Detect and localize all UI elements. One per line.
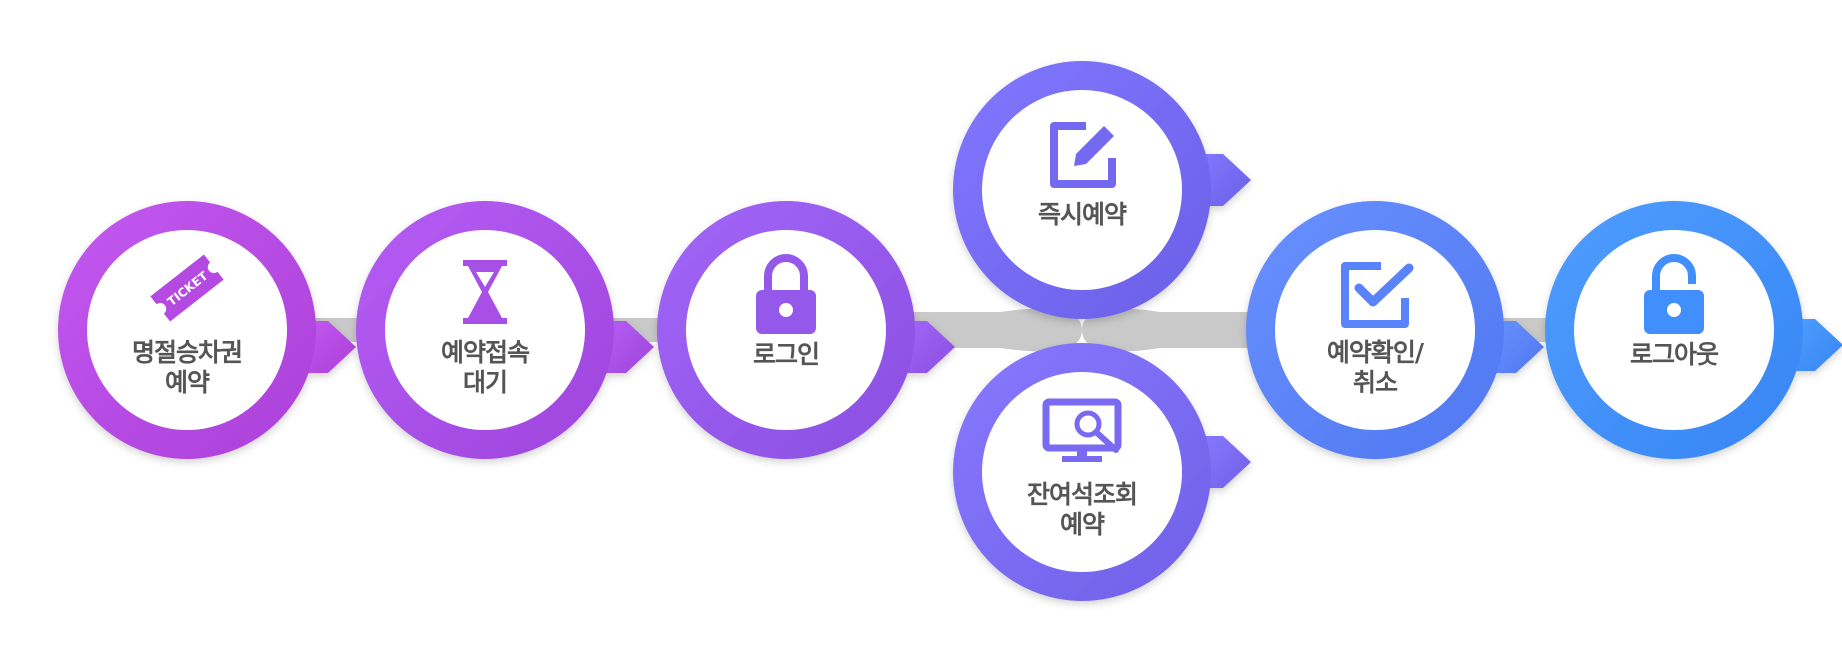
step-inner-disc bbox=[385, 230, 585, 430]
step-inner-disc bbox=[982, 90, 1182, 290]
step-label-line: 대기 bbox=[462, 368, 508, 397]
hourglass-icon bbox=[463, 260, 507, 324]
edit-icon bbox=[1050, 122, 1116, 188]
step-label-line: 명절승차권 bbox=[131, 338, 243, 367]
step-circle-group: TICKET bbox=[58, 61, 1842, 601]
step-confirm-cancel bbox=[1246, 201, 1544, 459]
step-label-logout: 로그아웃 bbox=[1589, 340, 1759, 370]
step-inner-disc bbox=[982, 372, 1182, 572]
step-holiday-ticket: TICKET bbox=[58, 201, 356, 459]
step-label-line: 예약접속 bbox=[440, 338, 530, 367]
step-logout bbox=[1545, 201, 1842, 459]
monitor-search-icon bbox=[1042, 398, 1122, 462]
step-waiting bbox=[356, 201, 654, 459]
step-arrow bbox=[1494, 321, 1544, 373]
step-label-login: 로그인 bbox=[701, 340, 871, 370]
step-label-confirm-cancel: 예약확인/취소 bbox=[1290, 338, 1460, 398]
step-label-instant-reservation: 즉시예약 bbox=[997, 200, 1167, 230]
connector-hub-5 bbox=[1082, 308, 1260, 352]
step-label-line: 취소 bbox=[1352, 368, 1398, 397]
step-label-line: 예약확인/ bbox=[1326, 338, 1424, 367]
step-login bbox=[657, 201, 955, 459]
step-label-line: 즉시예약 bbox=[1037, 200, 1127, 229]
step-inner-disc bbox=[87, 230, 287, 430]
step-arrow bbox=[604, 321, 654, 373]
step-inner-disc bbox=[1275, 230, 1475, 430]
checkbox-icon bbox=[1341, 262, 1414, 328]
step-label-line: 예약 bbox=[164, 368, 210, 397]
step-instant-reservation bbox=[953, 61, 1251, 319]
lock-open-icon bbox=[1644, 254, 1704, 334]
step-label-line: 로그아웃 bbox=[1629, 340, 1719, 369]
step-label-line: 예약 bbox=[1059, 510, 1105, 539]
step-arrow bbox=[1793, 319, 1842, 371]
step-seat-inquiry bbox=[953, 343, 1251, 601]
step-label-line: 잔여석조회 bbox=[1026, 480, 1138, 509]
lock-closed-icon bbox=[756, 254, 816, 334]
step-arrow bbox=[905, 321, 955, 373]
step-arrow bbox=[1201, 154, 1251, 206]
step-arrow bbox=[1201, 436, 1251, 488]
step-label-line: 로그인 bbox=[752, 340, 820, 369]
step-arrow bbox=[306, 321, 356, 373]
